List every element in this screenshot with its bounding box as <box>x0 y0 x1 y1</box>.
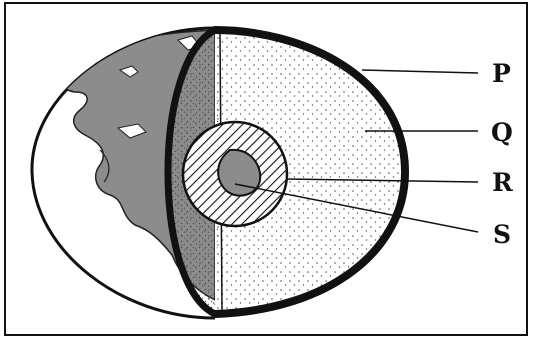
label-q: Q <box>491 118 513 147</box>
label-p: P <box>492 59 511 88</box>
label-r: R <box>492 168 513 197</box>
label-s: S <box>493 220 511 249</box>
